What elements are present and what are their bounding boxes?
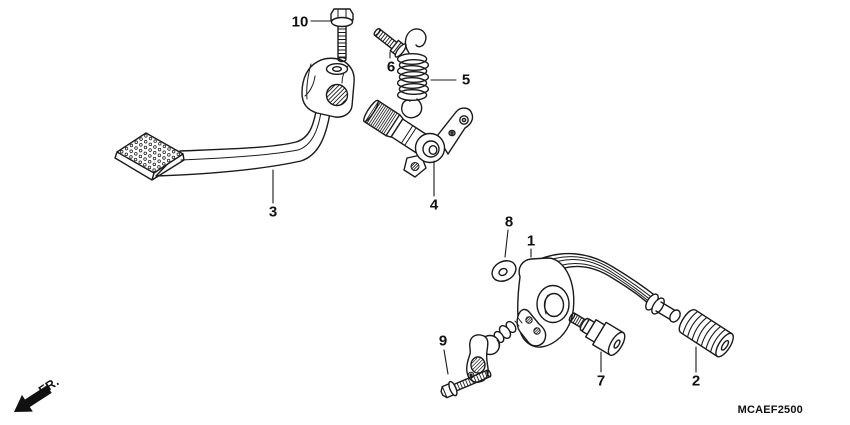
bolt-10 — [330, 8, 354, 63]
fr-direction-arrow — [14, 385, 52, 412]
part-label-8: 8 — [504, 213, 514, 231]
splined-bore-hatch — [326, 84, 348, 106]
spline-teeth — [364, 100, 398, 135]
part-label-1: 1 — [526, 232, 536, 250]
spring-5 — [396, 28, 430, 119]
part-label-7: 7 — [596, 372, 606, 390]
rubber-sleeve-2 — [678, 309, 734, 358]
part-label-4: 4 — [429, 196, 439, 214]
part-label-10: 10 — [291, 13, 309, 31]
part-label-9: 9 — [438, 332, 448, 350]
part-label-2: 2 — [691, 372, 701, 390]
brake-pedal-part — [114, 57, 355, 181]
bolt-6 — [373, 27, 407, 58]
brake-pedal-arm — [155, 105, 331, 177]
part-label-3: 3 — [268, 203, 278, 221]
bolt-9 — [440, 369, 492, 399]
peg-7 — [568, 312, 626, 356]
washer-8 — [491, 260, 517, 282]
leader-lines — [272, 20, 697, 375]
shift-linkage — [466, 317, 523, 383]
shift-pedal-part — [516, 252, 681, 348]
part-label-5: 5 — [461, 71, 471, 89]
pad-texture — [120, 134, 180, 172]
sleeve-ribs — [682, 311, 726, 353]
diagram-code-label: MCAEF2500 — [737, 404, 803, 416]
pivot-arm-4 — [363, 99, 474, 178]
part-label-6: 6 — [386, 58, 396, 76]
